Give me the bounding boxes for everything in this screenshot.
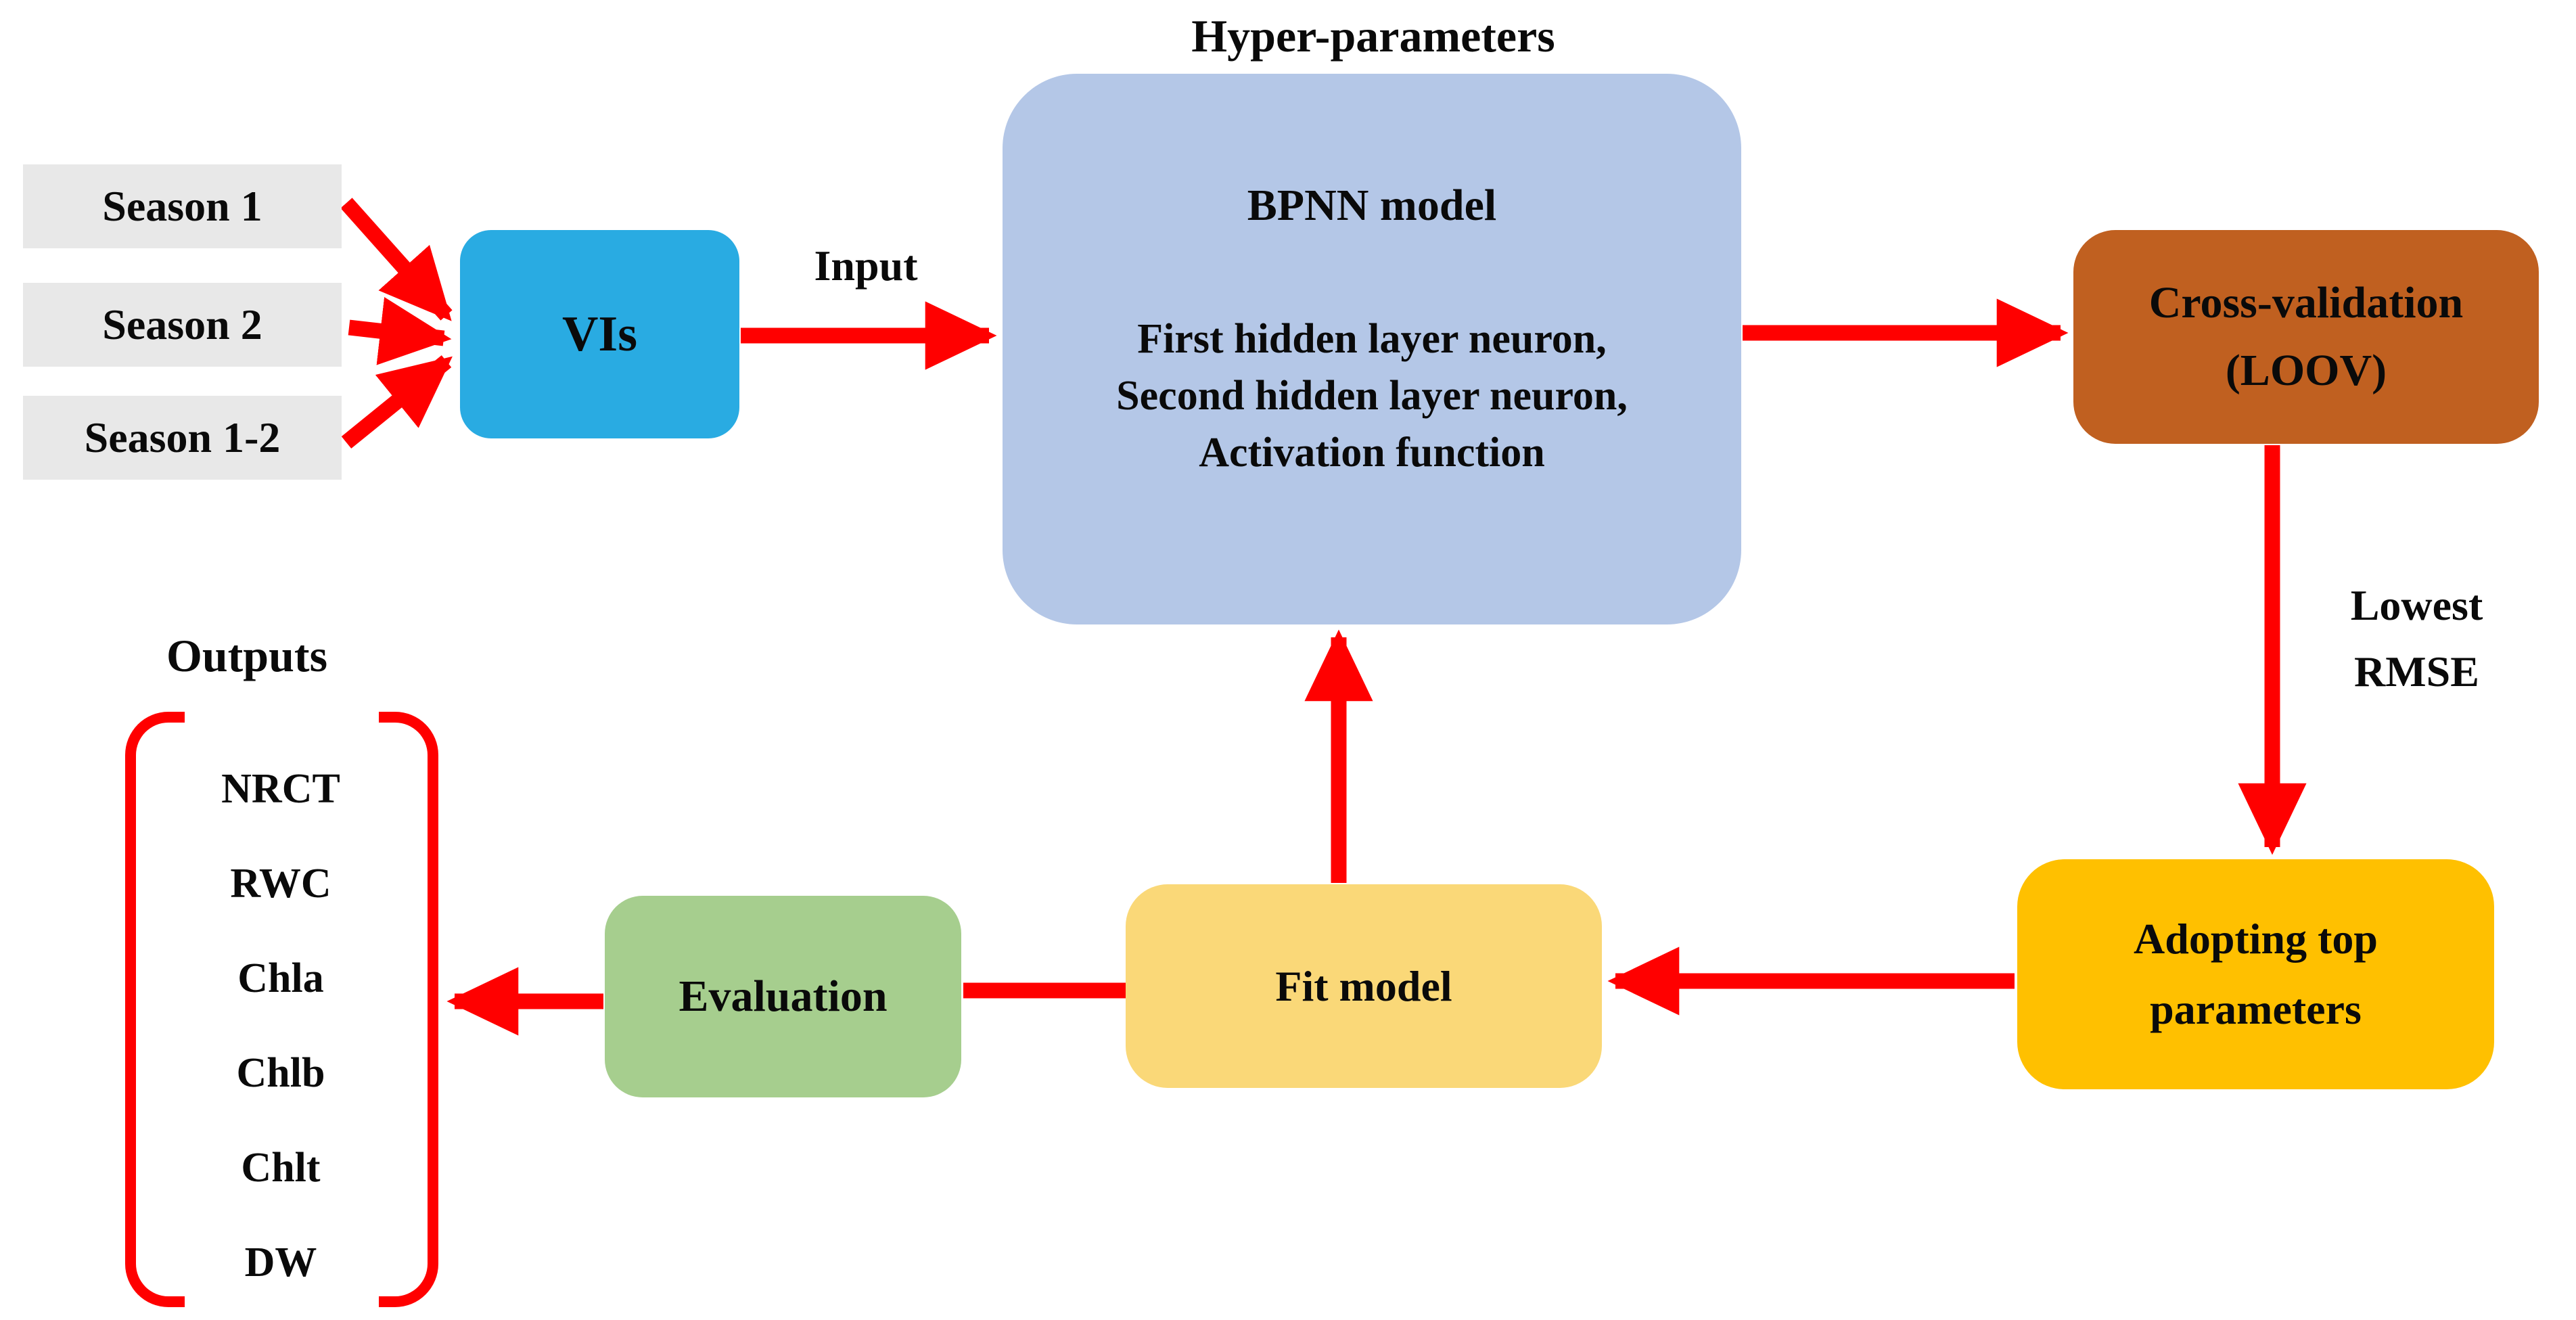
hyper-parameters-title: Hyper-parameters	[1191, 10, 1555, 62]
cross-validation-line-1: Cross-validation	[2148, 278, 2464, 327]
output-item-chlb: Chlb	[236, 1050, 325, 1096]
season-1-node: Season 1	[23, 164, 342, 248]
vis-node: VIs	[460, 230, 739, 438]
lowest-rmse-label: Lowest RMSE	[2300, 572, 2533, 705]
season-1-2-node: Season 1-2	[23, 396, 342, 480]
outputs-title: Outputs	[166, 630, 328, 681]
output-item-rwc: RWC	[230, 861, 331, 907]
output-item-chlt: Chlt	[241, 1145, 321, 1191]
bpnn-node: BPNN model First hidden layer neuron, Se…	[1003, 74, 1741, 624]
arrow-season1-to-vis	[340, 198, 453, 321]
cross-validation-node: Cross-validation (LOOV)	[2073, 230, 2539, 444]
bpnn-param-line-2: Second hidden layer neuron,	[1116, 373, 1628, 419]
bpnn-param-line-3: Activation function	[1199, 430, 1545, 476]
bpnn-title: BPNN model	[1247, 181, 1497, 230]
lowest-rmse-line-2: RMSE	[2354, 647, 2479, 696]
arrow-season2-to-vis	[348, 297, 452, 365]
bpnn-param-line-1: First hidden layer neuron,	[1137, 316, 1607, 362]
output-item-dw: DW	[244, 1239, 317, 1285]
adopting-line-2: parameters	[2150, 985, 2362, 1033]
season-2-node: Season 2	[23, 283, 342, 367]
arrow-season12-to-vis	[341, 355, 453, 449]
cross-validation-line-2: (LOOV)	[2225, 346, 2387, 395]
fit-model-node: Fit model	[1126, 884, 1602, 1088]
output-item-chla: Chla	[237, 955, 324, 1001]
input-arrow-label: Input	[814, 242, 918, 290]
evaluation-node: Evaluation	[605, 896, 961, 1097]
adopting-parameters-node: Adopting top parameters	[2017, 859, 2494, 1089]
output-item-nrct: NRCT	[221, 766, 340, 812]
lowest-rmse-line-1: Lowest	[2350, 581, 2483, 629]
adopting-line-1: Adopting top	[2134, 915, 2378, 963]
